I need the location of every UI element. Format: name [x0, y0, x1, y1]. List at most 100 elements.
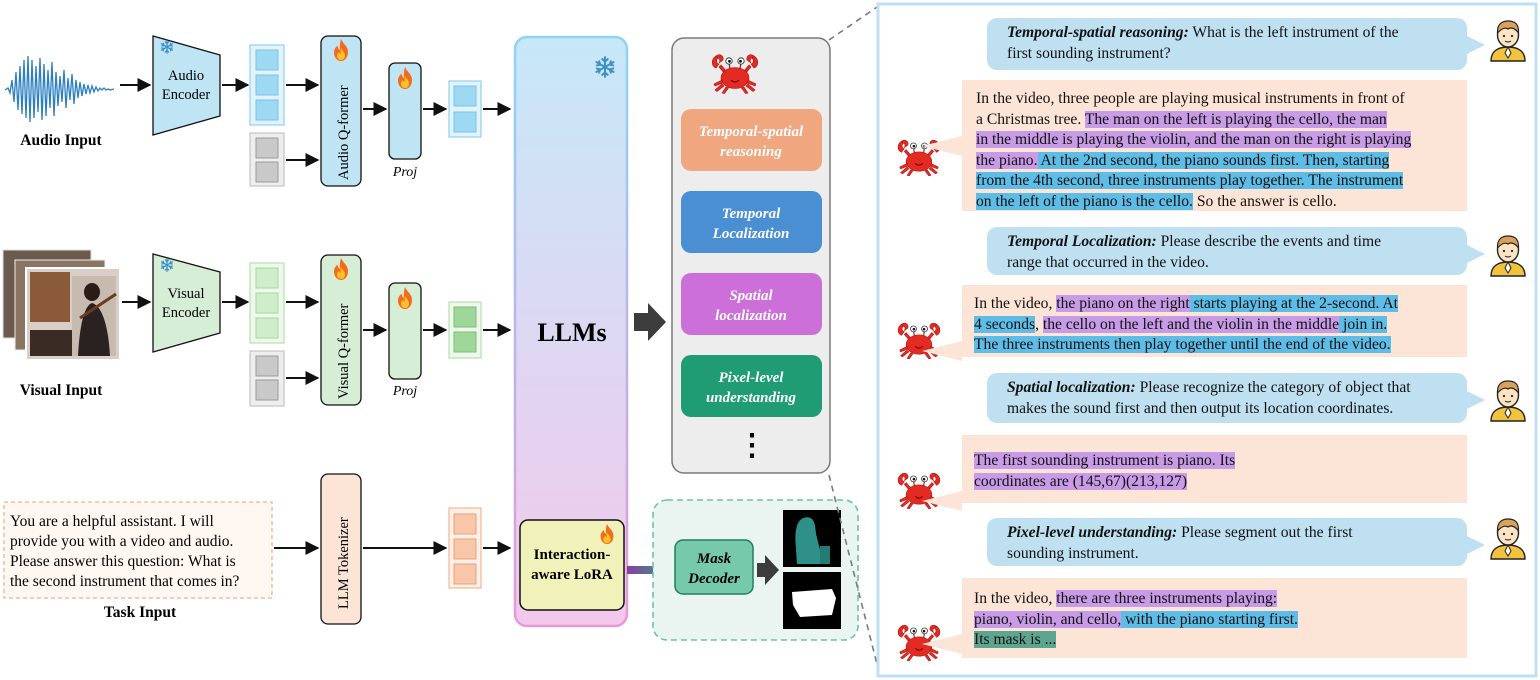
answer-text-highlight: The three instruments then play together… — [974, 336, 1391, 353]
task-input-label: Task Input — [104, 604, 177, 621]
question-text: makes the sound first and then output it… — [1007, 399, 1394, 417]
answer-bubble-spatial-localization: The first sounding instrument is piano. … — [922, 435, 1467, 511]
output-arrow — [634, 303, 666, 341]
mask-output-thumbnail-1 — [783, 510, 841, 567]
task-text-line-4: the second instrument that comes in? — [10, 573, 240, 590]
answer-text-highlight: The man on the left is playing the cello… — [1084, 110, 1387, 128]
audio-tokens — [249, 44, 285, 126]
lora-label-2: aware LoRA — [531, 567, 613, 583]
audio-encoder-label-2: Encoder — [162, 87, 210, 103]
answer-text-highlight: from the 4th second, three instruments p… — [976, 172, 1404, 189]
task-label-line-1: Temporal-spatial — [699, 124, 804, 140]
audio-qformer-label: Audio Q-former — [336, 85, 352, 180]
answer-text-highlight: with the piano starting first. — [1121, 610, 1298, 628]
audio-waveform — [4, 55, 115, 123]
answer-text-highlight: The first sounding instrument is piano. — [974, 452, 1216, 469]
task-label-line-2: Localization — [712, 226, 790, 242]
audio-proj-label: Proj — [392, 165, 417, 180]
interaction-aware-lora — [519, 519, 625, 611]
visual-encoder-label-2: Encoder — [162, 305, 210, 321]
task-label-line-2: localization — [715, 308, 787, 324]
answer-text-highlight: in the middle is playing the violin, and… — [976, 131, 1412, 148]
visual-tokens — [249, 262, 285, 344]
audio-projector — [388, 62, 422, 160]
lora-label-1: Interaction- — [534, 547, 611, 563]
question-title: Spatial localization: — [1007, 379, 1136, 396]
answer-bubble-temporal-localization: In the video, the piano on the right sta… — [922, 285, 1467, 361]
llm-tokenizer-label: LLM Tokenizer — [336, 517, 352, 609]
answer-text-highlight: the cello on the left and the violin in … — [1042, 315, 1340, 333]
visual-input-label: Visual Input — [20, 382, 103, 399]
task-label-line-2: understanding — [706, 390, 797, 406]
answer-text-highlight: Its — [1215, 452, 1236, 469]
visual-encoder — [152, 253, 221, 353]
answer-text: , — [1035, 315, 1043, 333]
task-text-line-1: You are a helpful assistant. I will — [10, 513, 214, 530]
visual-query-tokens — [249, 350, 285, 407]
audio-query-tokens — [249, 132, 285, 187]
question-bubble-temporal-localization: Temporal Localization: Please describe t… — [987, 227, 1485, 275]
audio-encoder-label-1: Audio — [168, 68, 204, 84]
answer-text-highlight: the piano on the right — [1056, 295, 1190, 312]
audio-encoder — [152, 35, 221, 136]
answer-text-highlight: on the left of the piano is the cello. — [976, 192, 1193, 210]
llm-block — [513, 35, 629, 628]
task-text-line-3: Please answer this question: What is — [10, 553, 236, 570]
task-item-temporal-spatial-reasoning: Temporal-spatial reasoning — [681, 109, 822, 171]
mask-decoder-label-1: Mask — [696, 551, 732, 567]
answer-text-highlight: At the 2nd second, the piano sounds firs… — [1037, 151, 1390, 169]
answer-text-highlight: the piano. — [976, 151, 1038, 169]
question-title: Pixel-level understanding: — [1007, 524, 1178, 541]
visual-input-frames — [2, 249, 121, 361]
question-bubble-pixel-level: Pixel-level understanding: Please segmen… — [987, 518, 1485, 566]
answer-text: In the video, three people are playing m… — [976, 90, 1405, 107]
task-label-line-1: Spatial — [729, 288, 773, 304]
visual-proj-label: Proj — [392, 384, 417, 399]
audio-projected-tokens — [448, 80, 482, 138]
question-text: Please segment out the first — [1177, 524, 1353, 541]
visual-projected-tokens — [448, 301, 482, 359]
decoder-output-arrow — [757, 555, 779, 585]
mask-decoder-label-2: Decoder — [687, 571, 740, 587]
mask-output-thumbnail-2 — [783, 572, 841, 629]
question-title: Temporal-spatial reasoning: — [1007, 24, 1189, 41]
llm-tokenizer — [320, 473, 362, 625]
answer-text-highlight: coordinates are (145,67)(213,127) — [974, 472, 1188, 490]
task-label-line-1: Pixel-level — [719, 370, 785, 386]
question-text: Please recognize the category of object … — [1135, 379, 1411, 396]
task-text-line-2: provide you with a video and audio. — [10, 533, 233, 550]
answer-text: In the video, — [974, 295, 1057, 312]
answer-text-highlight: starts playing at the 2-second. — [1189, 295, 1380, 312]
question-text: sounding instrument. — [1007, 544, 1139, 562]
visual-projector — [388, 282, 422, 380]
answer-text: In the video, — [974, 590, 1057, 607]
task-label-line-2: reasoning — [720, 144, 782, 160]
text-tokens — [448, 507, 482, 589]
task-item-pixel-level-understanding: Pixel-level understanding — [681, 355, 822, 417]
llm-label: LLMs — [537, 318, 606, 347]
answer-text-highlight: Its mask is ... — [974, 631, 1057, 648]
more-tasks-ellipsis: ⋮ — [737, 429, 767, 462]
question-text: Please describe the events and time — [1156, 233, 1382, 250]
question-text: range that occurred in the video. — [1007, 253, 1209, 271]
visual-qformer — [320, 254, 362, 406]
answer-text: a Christmas tree. — [976, 110, 1085, 128]
task-label-line-1: Temporal — [722, 206, 781, 222]
question-bubble-temporal-spatial: Temporal-spatial reasoning: What is the … — [987, 18, 1485, 70]
mask-decoder — [674, 539, 754, 595]
question-bubble-spatial-localization: Spatial localization: Please recognize t… — [987, 373, 1485, 423]
visual-encoder-label-1: Visual — [168, 286, 205, 302]
answer-text-highlight: piano, violin, and cello, — [974, 610, 1122, 628]
audio-qformer — [320, 35, 362, 187]
answer-text-highlight: there are three instruments playing: — [1056, 590, 1278, 607]
question-text: first sounding instrument? — [1007, 44, 1171, 62]
audio-input-label: Audio Input — [20, 132, 102, 149]
task-item-temporal-localization: Temporal Localization — [681, 191, 822, 253]
answer-text-highlight: 4 seconds — [974, 315, 1036, 333]
answer-bubble-pixel-level: In the video, there are three instrument… — [922, 578, 1467, 658]
question-title: Temporal Localization: — [1007, 233, 1157, 250]
answer-bubble-temporal-spatial: In the video, three people are playing m… — [922, 80, 1467, 211]
visual-qformer-label: Visual Q-former — [336, 303, 352, 399]
answer-text: So the answer is cello. — [1192, 192, 1337, 210]
answer-text-highlight: join in. — [1339, 315, 1388, 333]
